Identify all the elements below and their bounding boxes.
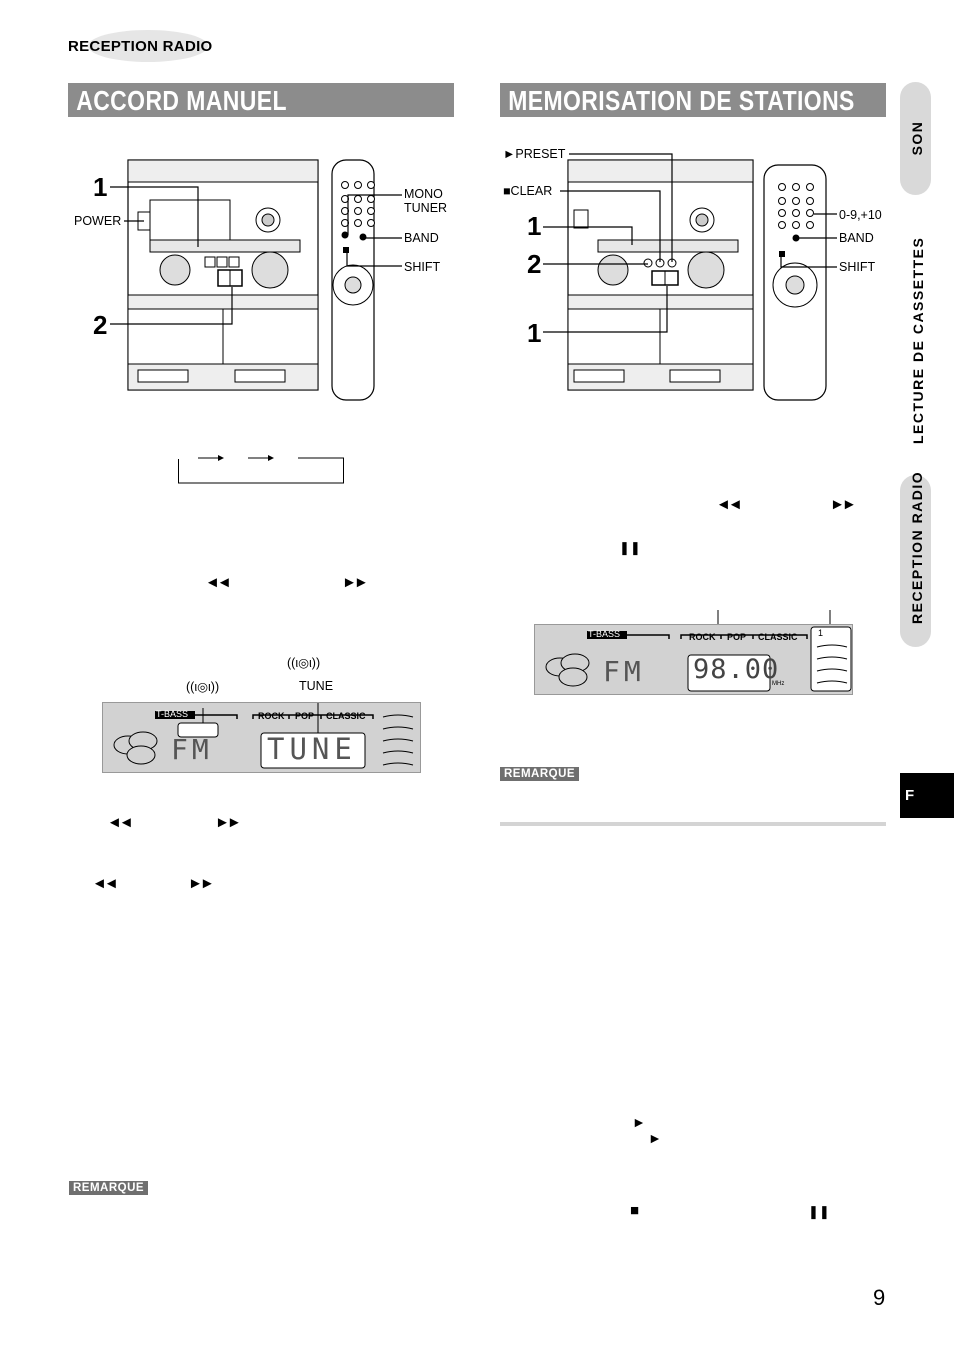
pop-label: POP xyxy=(727,632,747,642)
lcd-pointer-lines xyxy=(717,610,831,657)
band-cycle-diagram xyxy=(178,455,344,484)
frequency-readout: 98.00 xyxy=(693,654,780,685)
pause-icon: ❚❚ xyxy=(619,540,641,555)
step-number: 1 xyxy=(527,211,542,241)
side-tab-son-label: SON xyxy=(909,120,925,156)
band-label: BAND xyxy=(404,231,439,245)
rewind-icon: ◄◄ xyxy=(107,814,134,831)
classic-label: CLASSIC xyxy=(326,711,366,721)
lcd-display-right: T-BASS ROCK POP CLASSIC FM 98.00 MHz 1 xyxy=(534,624,853,695)
remark-badge-right: REMARQUE xyxy=(500,767,580,781)
rewind-icon: ◄◄ xyxy=(92,875,119,892)
play-icon: ► xyxy=(648,1130,662,1146)
callout-lines-left xyxy=(110,186,402,325)
digits-label: 0-9,+10 xyxy=(839,208,882,222)
rewind-icon: ◄◄ xyxy=(205,574,232,591)
step-number: 1 xyxy=(93,172,108,202)
fast-forward-icon: ►► xyxy=(342,574,369,591)
mono-tuner-label: MONO TUNER xyxy=(404,187,448,215)
band-readout: FM xyxy=(603,655,645,688)
fast-forward-icon: ►► xyxy=(188,875,215,892)
shift-label: SHIFT xyxy=(839,260,876,274)
lcd-display-left: T-BASS ROCK POP CLASSIC FM TUNE xyxy=(102,702,421,773)
preset-number: 1 xyxy=(818,628,824,638)
step-number: 1 xyxy=(527,318,542,348)
fast-forward-icon: ►► xyxy=(830,496,857,513)
band-label: BAND xyxy=(839,231,874,245)
power-label: POWER xyxy=(74,214,122,228)
stop-icon: ■ xyxy=(630,1202,640,1219)
fast-forward-icon: ►► xyxy=(215,814,242,831)
tbass-label: T-BASS xyxy=(588,629,621,639)
shift-label: SHIFT xyxy=(404,260,441,274)
page-title-left: ACCORD MANUEL xyxy=(76,85,287,116)
title-bar-right: MEMORISATION DE STATIONS xyxy=(500,83,886,117)
side-tab-son xyxy=(900,82,931,195)
section-divider xyxy=(500,822,886,826)
tune-label: TUNE xyxy=(299,679,334,693)
section-tag-highlight xyxy=(88,30,208,62)
frequency-unit: MHz xyxy=(772,681,785,687)
stereo-illustration-right xyxy=(567,159,827,401)
page-number: 9 xyxy=(873,1285,886,1310)
side-tab-reception-label: RECEPTION RADIO xyxy=(909,470,925,624)
side-tab-lecture-label: LECTURE DE CASSETTES xyxy=(910,236,926,444)
page-title-right: MEMORISATION DE STATIONS xyxy=(508,85,855,116)
stereo-illustration-left xyxy=(127,159,375,401)
side-tab-reception xyxy=(900,475,931,647)
tune-icon-label: ((ι◎ι)) xyxy=(186,680,220,694)
title-bar-left: ACCORD MANUEL xyxy=(68,83,454,117)
rewind-icon: ◄◄ xyxy=(716,496,743,513)
callout-lines-right xyxy=(543,153,837,333)
language-tab: F xyxy=(900,773,954,818)
main-readout: TUNE xyxy=(267,732,357,766)
tune-indicator-icon: ((ι◎ι)) xyxy=(287,656,321,670)
language-tab-label: F xyxy=(905,787,915,804)
pop-label: POP xyxy=(295,711,315,721)
preset-label: ►PRESET xyxy=(503,147,566,161)
pause-icon: ❚❚ xyxy=(808,1204,830,1219)
play-icon: ► xyxy=(632,1114,646,1130)
clear-label: ■CLEAR xyxy=(503,184,553,198)
classic-label: CLASSIC xyxy=(758,632,798,642)
tbass-label: T-BASS xyxy=(156,709,189,719)
section-tag: RECEPTION RADIO xyxy=(68,38,213,55)
step-number: 2 xyxy=(93,310,108,340)
step-number: 2 xyxy=(527,249,542,279)
rock-label: ROCK xyxy=(689,632,716,642)
band-readout: FM xyxy=(171,733,213,766)
remark-badge-left: REMARQUE xyxy=(69,1181,149,1195)
rock-label: ROCK xyxy=(258,711,285,721)
